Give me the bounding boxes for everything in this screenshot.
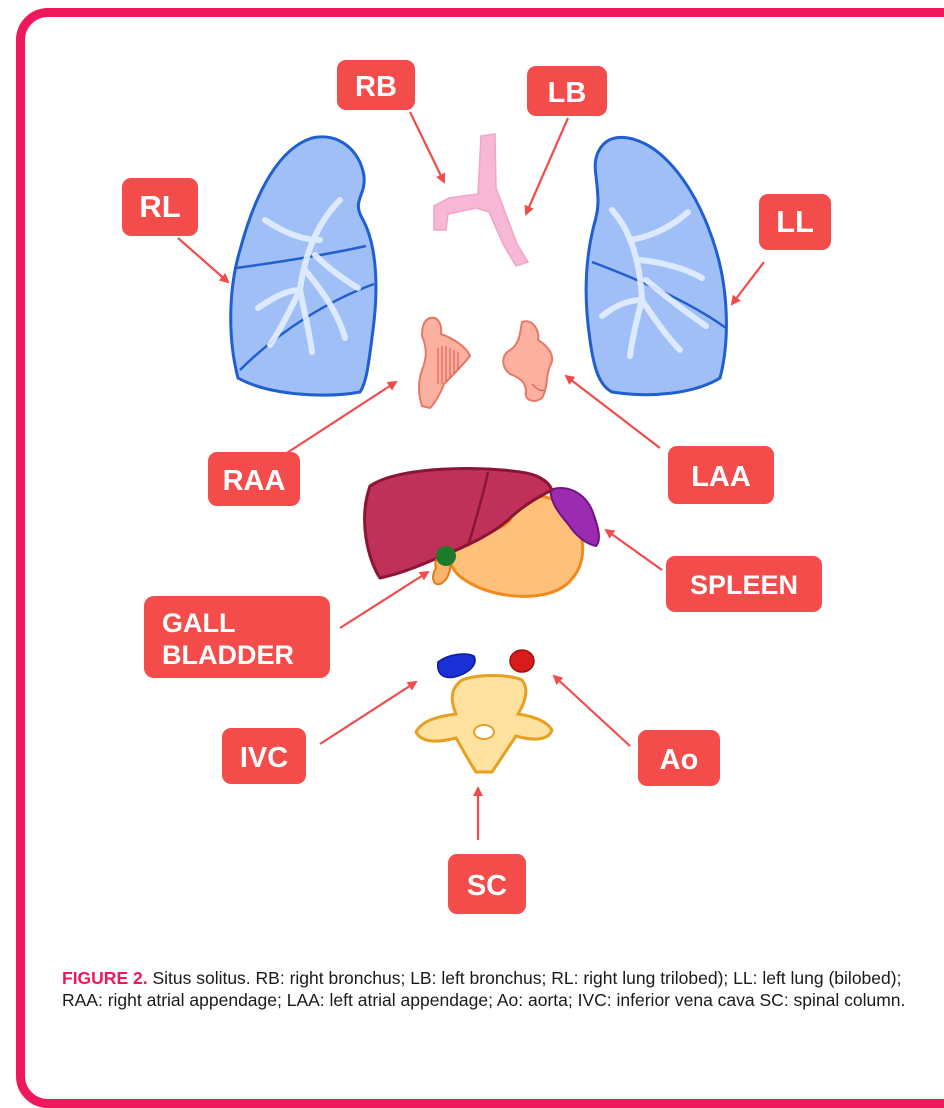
svg-text:SC: SC [467, 870, 507, 902]
label-ao: Ao [638, 730, 720, 786]
figure-number: FIGURE 2. [62, 968, 148, 988]
label-lb: LB [527, 66, 607, 116]
svg-text:LL: LL [776, 204, 814, 239]
left-lung [586, 137, 726, 394]
svg-text:RL: RL [139, 189, 180, 224]
arrow-ao [554, 676, 630, 746]
svg-text:LB: LB [548, 77, 587, 109]
arrow-rb [410, 112, 444, 182]
right-atrial-appendage [419, 318, 470, 408]
label-rb: RB [337, 60, 415, 110]
label-ivc: IVC [222, 728, 306, 784]
arrow-rl [178, 238, 228, 282]
svg-text:SPLEEN: SPLEEN [690, 570, 798, 600]
svg-text:IVC: IVC [240, 742, 288, 774]
bronchi [434, 134, 528, 266]
svg-text:BLADDER: BLADDER [162, 640, 294, 670]
label-sc: SC [448, 854, 526, 914]
right-lung [231, 137, 376, 395]
arrow-spleen [606, 530, 662, 570]
arrow-ivc [320, 682, 416, 744]
label-rl: RL [122, 178, 198, 236]
label-ll: LL [759, 194, 831, 250]
situs-solitus-diagram: RB LB RL LL RAA LAA SPLEEN GALL BLADDER … [0, 0, 944, 1081]
arrow-gall-bladder [340, 572, 428, 628]
aorta [510, 650, 534, 672]
svg-text:RAA: RAA [223, 465, 286, 497]
inferior-vena-cava [438, 654, 475, 677]
left-atrial-appendage [503, 321, 552, 401]
figure-caption: FIGURE 2. Situs solitus. RB: right bronc… [62, 967, 942, 1011]
vertebra [416, 676, 552, 773]
arrow-lb [526, 118, 568, 214]
svg-text:Ao: Ao [660, 744, 699, 776]
svg-text:GALL: GALL [162, 608, 236, 638]
label-spleen: SPLEEN [666, 556, 822, 612]
svg-text:RB: RB [355, 71, 397, 103]
label-laa: LAA [668, 446, 774, 504]
label-raa: RAA [208, 452, 300, 506]
svg-text:LAA: LAA [691, 461, 751, 493]
arrow-ll [732, 262, 764, 304]
label-gall-bladder: GALL BLADDER [144, 596, 330, 678]
caption-text: Situs solitus. RB: right bronchus; LB: l… [62, 968, 905, 1010]
